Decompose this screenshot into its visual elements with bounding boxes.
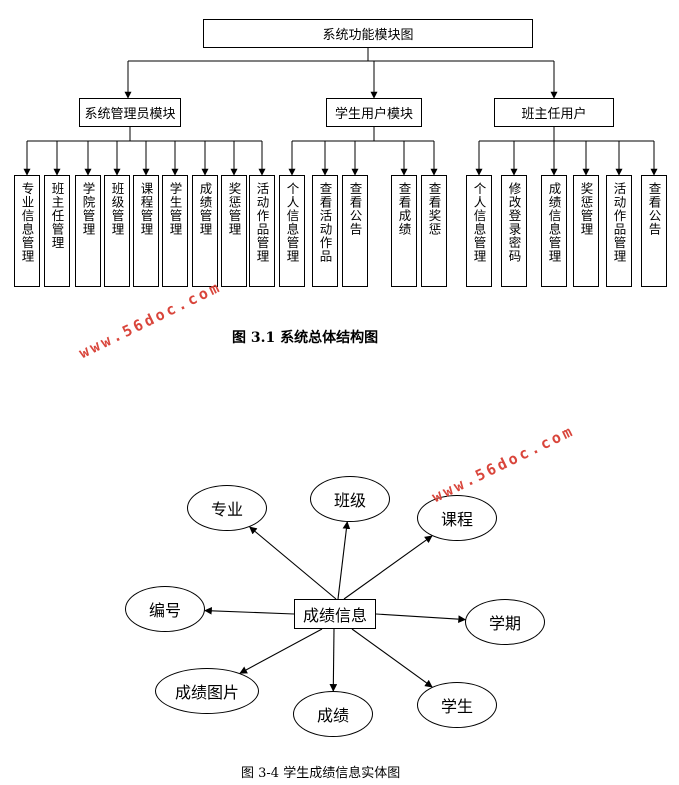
entity-caption: 图 3-4 学生成绩信息实体图: [241, 766, 401, 781]
structure-connectors: [23, 48, 658, 176]
leaf-label: 成绩信息管理: [546, 182, 562, 263]
leaf-node: 成绩信息管理: [541, 175, 567, 287]
leaf-node: 查看公告: [342, 175, 368, 287]
structure-caption: 图 3.1 系统总体结构图: [232, 330, 379, 346]
entity-center: 成绩信息: [294, 599, 376, 629]
attr-score: 成绩: [293, 691, 373, 737]
leaf-node: 修改登录密码: [501, 175, 527, 287]
module-admin: 系统管理员模块: [79, 98, 181, 127]
attribute-connector: [249, 526, 337, 600]
attr-major: 专业: [187, 485, 267, 531]
attr-student: 学生: [417, 682, 497, 728]
leaf-node: 班主任管理: [44, 175, 70, 287]
leaf-label: 活动作品管理: [611, 182, 627, 263]
attr-term: 学期: [465, 599, 545, 645]
leaf-node: 专业信息管理: [14, 175, 40, 287]
leaf-label: 奖惩管理: [226, 182, 242, 236]
attribute-connector: [375, 613, 466, 623]
leaf-label: 查看活动作品: [317, 182, 333, 263]
leaf-node: 查看成绩: [391, 175, 417, 287]
leaf-node: 奖惩管理: [221, 175, 247, 287]
leaf-label: 查看公告: [347, 182, 363, 236]
leaf-node: 查看奖惩: [421, 175, 447, 287]
leaf-node: 个人信息管理: [466, 175, 492, 287]
leaf-label: 个人信息管理: [284, 182, 300, 263]
leaf-label: 专业信息管理: [19, 182, 35, 263]
leaf-label: 奖惩管理: [578, 182, 594, 236]
attribute-connector: [204, 606, 295, 615]
leaf-label: 班级管理: [109, 182, 125, 236]
leaf-label: 班主任管理: [49, 182, 65, 250]
leaf-label: 学院管理: [80, 182, 96, 236]
attribute-connector: [343, 535, 433, 600]
leaf-node: 活动作品管理: [606, 175, 632, 287]
attribute-connector: [351, 628, 433, 688]
leaf-node: 查看公告: [641, 175, 667, 287]
leaf-label: 查看公告: [646, 182, 662, 236]
attribute-connector: [329, 628, 338, 692]
attribute-connector: [337, 521, 351, 600]
leaf-node: 个人信息管理: [279, 175, 305, 287]
attribute-connector: [239, 628, 323, 674]
leaf-node: 成绩管理: [192, 175, 218, 287]
leaf-node: 班级管理: [104, 175, 130, 287]
leaf-label: 成绩管理: [197, 182, 213, 236]
entity-connectors: [204, 521, 466, 692]
leaf-node: 学生管理: [162, 175, 188, 287]
module-student: 学生用户模块: [326, 98, 422, 127]
leaf-node: 学院管理: [75, 175, 101, 287]
leaf-label: 学生管理: [167, 182, 183, 236]
leaf-node: 课程管理: [133, 175, 159, 287]
leaf-label: 课程管理: [138, 182, 154, 236]
leaf-label: 修改登录密码: [506, 182, 522, 263]
leaf-label: 个人信息管理: [471, 182, 487, 263]
attr-course: 课程: [417, 495, 497, 541]
leaf-label: 活动作品管理: [254, 182, 270, 263]
leaf-node: 查看活动作品: [312, 175, 338, 287]
root-node: 系统功能模块图: [203, 19, 533, 48]
leaf-node: 奖惩管理: [573, 175, 599, 287]
attr-class: 班级: [310, 476, 390, 522]
leaf-node: 活动作品管理: [249, 175, 275, 287]
attr-id: 编号: [125, 586, 205, 632]
attr-score-image: 成绩图片: [155, 668, 259, 714]
module-headteacher: 班主任用户: [494, 98, 614, 127]
leaf-label: 查看成绩: [396, 182, 412, 236]
leaf-label: 查看奖惩: [426, 182, 442, 236]
